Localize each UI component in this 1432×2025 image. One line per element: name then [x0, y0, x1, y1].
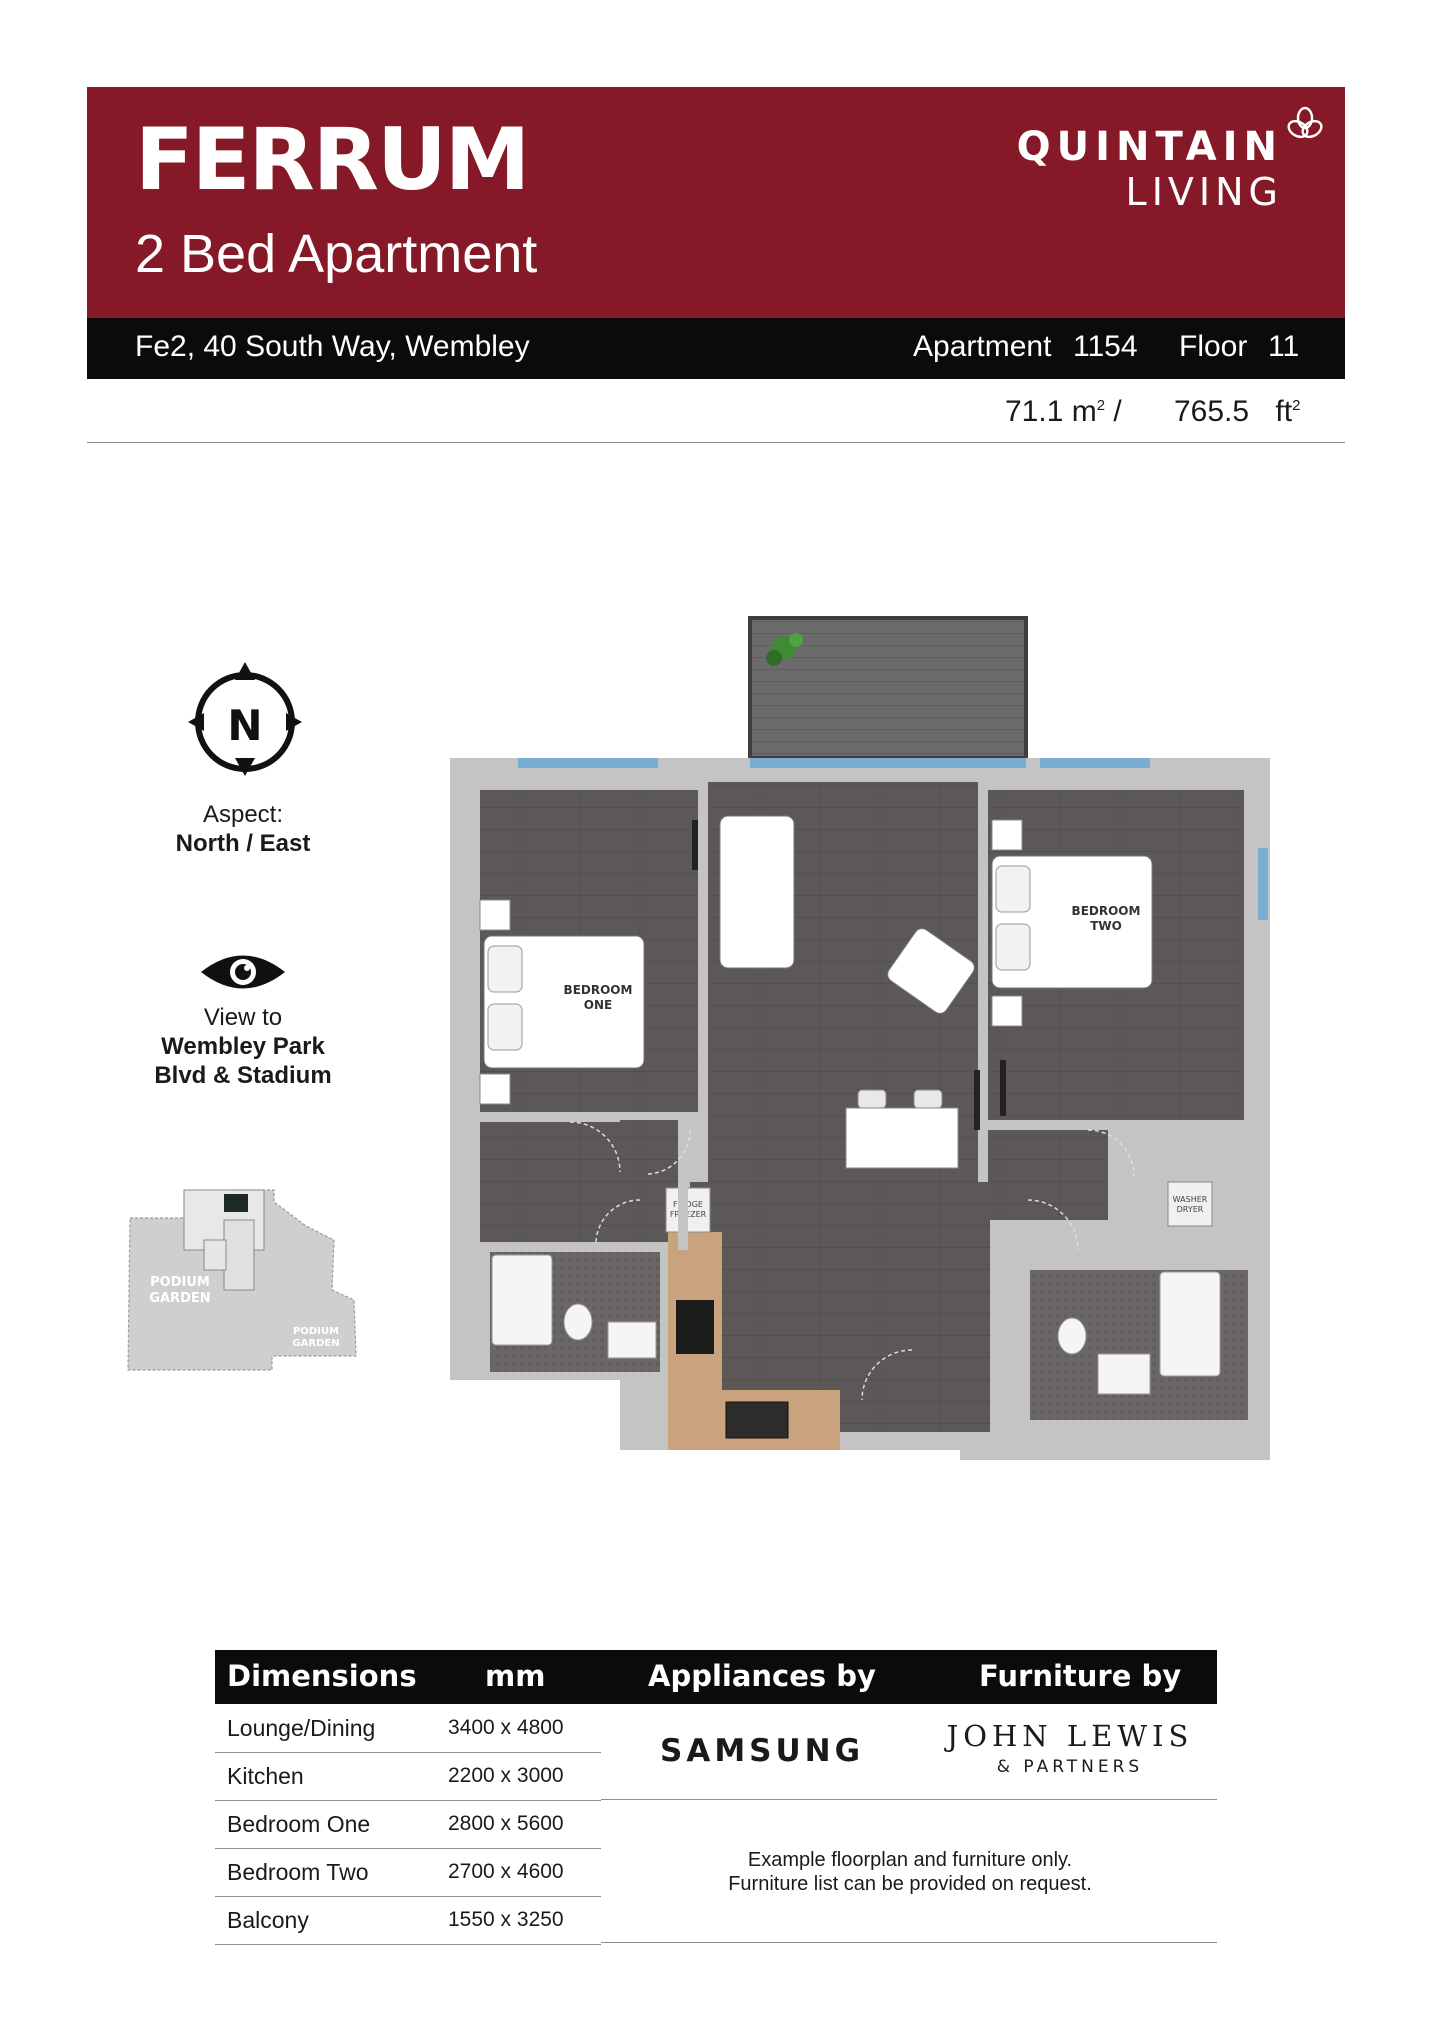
- room-dims: 2200 x 3000: [448, 1764, 564, 1787]
- hob-icon: [676, 1300, 714, 1354]
- furniture-brand: JOHN LEWIS: [946, 1719, 1194, 1753]
- radiator: [1000, 1060, 1006, 1116]
- toilet-icon: [1057, 1317, 1087, 1355]
- superscript-2: 2: [1292, 397, 1301, 414]
- room-dims: 3400 x 4800: [448, 1716, 564, 1739]
- window: [750, 758, 1026, 768]
- header-mm: mm: [485, 1659, 546, 1693]
- area-sqft: 765.5 ft2: [1174, 397, 1300, 427]
- dining-chair: [857, 1089, 887, 1109]
- washer-label-2: DRYER: [1177, 1205, 1204, 1214]
- radiator: [692, 820, 698, 870]
- window: [518, 758, 658, 768]
- bedroom-two-label-2: TWO: [1090, 919, 1122, 933]
- development-name: FERRUM: [135, 110, 530, 210]
- area-sqft-unit: ft: [1275, 395, 1293, 428]
- bed-one: [479, 899, 645, 1105]
- sink-icon: [725, 1401, 789, 1439]
- area-separator: /: [1113, 395, 1122, 428]
- bathtub-icon: [1159, 1271, 1221, 1377]
- apartment-number: 1154: [1073, 330, 1138, 363]
- bedroom-one-label-1: BEDROOM: [564, 983, 633, 997]
- bathtub-icon: [491, 1254, 553, 1346]
- quintain-logo-icon: [1287, 106, 1323, 139]
- table-row: Balcony 1550 x 3250: [215, 1896, 601, 1945]
- area-sqm-unit: m: [1071, 395, 1097, 428]
- hallway-left: [480, 1120, 678, 1250]
- header-appliances: Appliances by: [648, 1659, 876, 1693]
- compass-letter: N: [227, 701, 262, 750]
- room-name: Balcony: [227, 1907, 309, 1933]
- address: Fe2, 40 South Way, Wembley: [135, 330, 530, 363]
- basin-icon: [1097, 1353, 1151, 1395]
- disclaimer-line-2: Furniture list can be provided on reques…: [728, 1873, 1092, 1895]
- header-dimensions: Dimensions: [227, 1659, 417, 1693]
- washer-label-1: WASHER: [1173, 1195, 1208, 1204]
- room-name: Bedroom One: [227, 1811, 371, 1837]
- podium-garden-a-line1: PODIUM: [150, 1275, 210, 1290]
- room-name: Lounge/Dining: [227, 1715, 376, 1741]
- unit-type: 2 Bed Apartment: [135, 224, 538, 284]
- armchair: [887, 928, 975, 1014]
- divider: [601, 1942, 1217, 1943]
- room-name: Bedroom Two: [227, 1859, 369, 1885]
- sofa: [719, 815, 795, 969]
- highlighted-unit: [224, 1194, 248, 1212]
- floor-plan: FRIDGE FREEZER WASHER DRYER BEDROOM ONE: [450, 616, 1270, 1460]
- key-plan: PODIUM GARDEN PODIUM GARDEN: [127, 1189, 357, 1371]
- table-row: Bedroom Two 2700 x 4600: [215, 1848, 601, 1897]
- podium-garden-b-line1: PODIUM: [293, 1326, 339, 1337]
- aspect-value: North / East: [175, 830, 311, 857]
- dining-chair: [913, 1089, 943, 1109]
- address-bar: Fe2, 40 South Way, Wembley Apartment 115…: [87, 318, 1345, 379]
- appliances-brand: SAMSUNG: [660, 1733, 865, 1769]
- furniture-brand-sub: & PARTNERS: [996, 1757, 1144, 1777]
- view-label: View to: [203, 1004, 283, 1031]
- room-dims: 2700 x 4600: [448, 1860, 564, 1883]
- bed-two: [991, 819, 1153, 1027]
- area-sqft-value: 765.5: [1174, 395, 1250, 428]
- area-sqm-value: 71.1: [1005, 395, 1064, 428]
- fridge-label-2: FREEZER: [670, 1210, 707, 1219]
- brand-subname: LIVING: [1125, 170, 1283, 214]
- area-sqm: 71.1 m2 /: [1005, 397, 1122, 427]
- header-furniture: Furniture by: [979, 1659, 1182, 1693]
- window: [1040, 758, 1150, 768]
- plant-icon: [766, 633, 803, 666]
- hallway-right: [988, 1130, 1108, 1220]
- header-banner: FERRUM 2 Bed Apartment QUINTAIN LIVING: [87, 87, 1345, 318]
- room-name: Kitchen: [227, 1763, 304, 1789]
- eye-icon: [201, 955, 285, 989]
- floor-number: 11: [1268, 330, 1300, 363]
- view-line-2: Blvd & Stadium: [154, 1062, 332, 1089]
- washer-dryer: [1167, 1181, 1213, 1227]
- dining-table: [845, 1107, 959, 1169]
- radiator: [974, 1070, 980, 1130]
- brand-name: QUINTAIN: [1016, 124, 1283, 170]
- aspect-label: Aspect:: [202, 801, 284, 828]
- room-dims: 2800 x 5600: [448, 1812, 564, 1835]
- room-dims: 1550 x 3250: [448, 1908, 564, 1931]
- floor-label: Floor: [1179, 330, 1248, 363]
- door-swings: [569, 1121, 1135, 1401]
- table-header: Dimensions mm Appliances by Furniture by: [215, 1650, 1217, 1704]
- disclaimer-line-1: Example floorplan and furniture only.: [747, 1849, 1073, 1871]
- basin-icon: [607, 1321, 657, 1359]
- view-line-1: Wembley Park: [161, 1033, 325, 1060]
- table-row: Kitchen 2200 x 3000: [215, 1752, 601, 1801]
- podium-garden-a-line2: GARDEN: [149, 1291, 210, 1306]
- divider: [601, 1799, 1217, 1800]
- apartment-label: Apartment: [913, 330, 1052, 363]
- table-row: Bedroom One 2800 x 5600: [215, 1800, 601, 1849]
- bedroom-two-label-1: BEDROOM: [1072, 904, 1141, 918]
- window: [1258, 848, 1268, 920]
- divider: [87, 442, 1345, 443]
- toilet-icon: [563, 1303, 593, 1341]
- bedroom-one-label-2: ONE: [584, 998, 612, 1012]
- interior-walls: [480, 782, 1248, 1450]
- table-row: Lounge/Dining 3400 x 4800: [215, 1704, 601, 1753]
- podium-garden-b-line2: GARDEN: [292, 1338, 339, 1349]
- superscript-2: 2: [1096, 397, 1106, 414]
- compass-icon: N: [188, 662, 302, 776]
